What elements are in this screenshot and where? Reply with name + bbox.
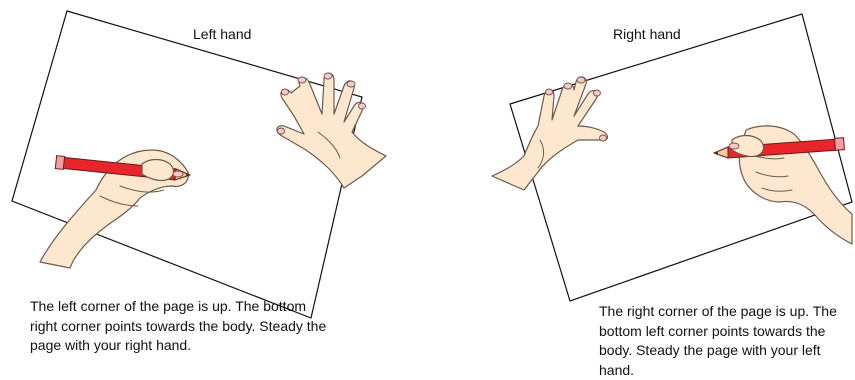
right-hand-title: Right hand [613, 26, 681, 42]
left-hand-panel: Left hand The left corner of the page is… [0, 0, 427, 378]
left-hand-title: Left hand [193, 26, 251, 42]
left-hand-caption: The left corner of the page is up. The b… [30, 297, 330, 356]
right-hand-panel: Right hand The right corner of the page … [428, 0, 855, 378]
right-hand-caption: The right corner of the page is up. The … [599, 302, 849, 380]
